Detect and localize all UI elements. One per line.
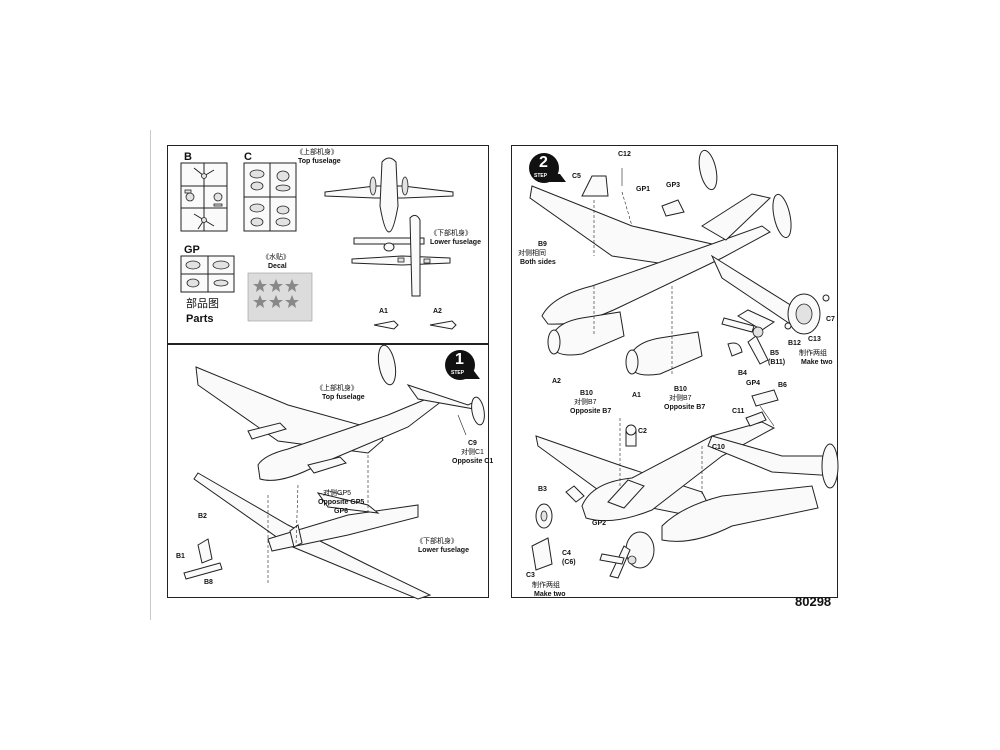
step2-gp1-label: GP1 [636,186,651,193]
step2-b6-label: B6 [778,382,787,389]
step1-b1-label: B1 [176,553,185,560]
sprue-b-label: B [184,151,192,163]
lower-fuselage-plan [351,214,451,297]
step2-b10-opposite-en: Opposite B7 [570,408,612,415]
step2-make-two-en: Make two [801,359,833,366]
step2-b11-label: (B11) [768,359,786,366]
step2-c11-label: C11 [732,408,745,415]
step1-b2-label: B2 [198,513,207,520]
step2-panel: 2 STEP C12 C5 GP1 GP3 B9 对侧相同 Both sides… [511,145,839,598]
step1-lower-fuselage-cn: 《下部机身》 [416,538,458,545]
step2-gp3-label: GP3 [666,182,681,189]
step2-c5-label: C5 [572,173,581,180]
step1-top-fuselage-en: Top fuselage [322,394,365,401]
step1-gp6-label: GP6 [334,508,349,515]
sprue-b-propeller-1 [193,167,215,184]
step2-b4-label: B4 [738,370,747,377]
step2-b9-label: B9 [538,241,547,248]
step2-b10b-label: B10 [674,386,687,393]
step2-number: 2 [539,154,548,171]
step2-c12-label: C12 [618,151,631,158]
decal-title-cn: 《水贴》 [262,254,290,261]
canopy-c5 [581,175,609,197]
step1-b8-label: B8 [204,579,213,586]
step2-make-two2-cn: 制作两组 [532,582,560,589]
step2-upper-airframe [529,149,804,376]
step1-word: STEP [451,370,465,376]
parts-panel: B C GP 部品图 Parts 《水贴》 Decal 《上部机身》 Top f… [167,145,489,344]
step2-c7-label: C7 [826,316,835,323]
sprue-gp-label: GP [184,244,200,256]
step2-gp4-label: GP4 [746,380,761,387]
part-a2-nacelle [429,320,457,330]
step2-b10-label: B10 [580,390,593,397]
step2-drawing [529,149,839,579]
step2-b10b-opposite-en: Opposite B7 [664,404,706,411]
step1-top-fuselage-cn: 《上部机身》 [316,385,358,392]
lower-fuselage-cn: 《下部机身》 [430,230,472,237]
step2-c4-label: C4 [562,550,571,557]
lower-fuselage-en: Lower fuselage [430,239,481,246]
step1-lower-fuselage [193,472,432,600]
step2-b12-label: B12 [788,340,801,347]
sprue-c-label: C [244,151,252,163]
sprue-b-propeller-2 [193,213,215,230]
seat-subassembly [183,524,303,580]
step2-c2-label: C2 [638,428,647,435]
parts-title-cn: 部品图 [186,298,219,310]
step2-both-sides-en: Both sides [520,259,556,266]
step2-both-sides-cn: 对侧相同 [518,250,546,257]
step2-c6-label: (C6) [562,559,576,566]
step1-number: 1 [455,351,464,368]
part-a1-label: A1 [379,308,388,315]
step2-engine-assembly [721,293,830,365]
step1-gp5-opposite-en: Opposite GP5 [318,499,365,506]
step2-b3-label: B3 [538,486,547,493]
step1-drawing [183,344,485,600]
step1-panel: 1 STEP 《上部机身》 Top fuselage C9 对侧C1 Oppos… [167,344,493,600]
decal-title-en: Decal [268,263,287,270]
step2-word: STEP [534,173,548,179]
page-number: 80298 [795,594,832,609]
step1-gp5-opposite-cn: 对侧GP5 [323,490,352,497]
step1-top-fuselage [195,344,485,481]
top-fuselage-en: Top fuselage [298,158,341,165]
top-fuselage-cn: 《上部机身》 [296,149,338,156]
step2-make-two2-en: Make two [534,591,566,598]
step2-gp2-label: GP2 [592,520,607,527]
part-a2-label: A2 [433,308,442,315]
step2-c13-label: C13 [808,336,821,343]
page-fold-line [150,130,151,620]
step2-b10b-opposite-cn: 对侧B7 [669,395,692,402]
decal-sheet [247,272,313,322]
gp3-piece [661,199,685,217]
step2-make-two-cn: 制作两组 [799,350,827,357]
step2-b10-opposite-cn: 对侧B7 [574,399,597,406]
step2-a2-label: A2 [552,378,561,385]
step1-c9-label: C9 [468,440,477,447]
parts-drawing [180,157,457,330]
step1-lower-fuselage-en: Lower fuselage [418,547,469,554]
step2-lower-airframe [531,389,839,579]
decal-stars [253,279,299,308]
parts-title-en: Parts [186,313,214,325]
step1-c9-opposite-cn: 对侧C1 [461,449,484,456]
step2-a1-label: A1 [632,392,641,399]
top-fuselage-plan [324,157,454,252]
step2-b5-label: B5 [770,350,779,357]
nacelle-a1 [629,331,703,376]
step2-c3-label: C3 [526,572,535,579]
step2-badge [529,153,566,183]
part-a1-nacelle [373,320,399,330]
step2-c10-label: C10 [712,444,725,451]
step1-c9-opposite-en: Opposite C1 [452,458,494,465]
step1-badge [445,350,480,380]
